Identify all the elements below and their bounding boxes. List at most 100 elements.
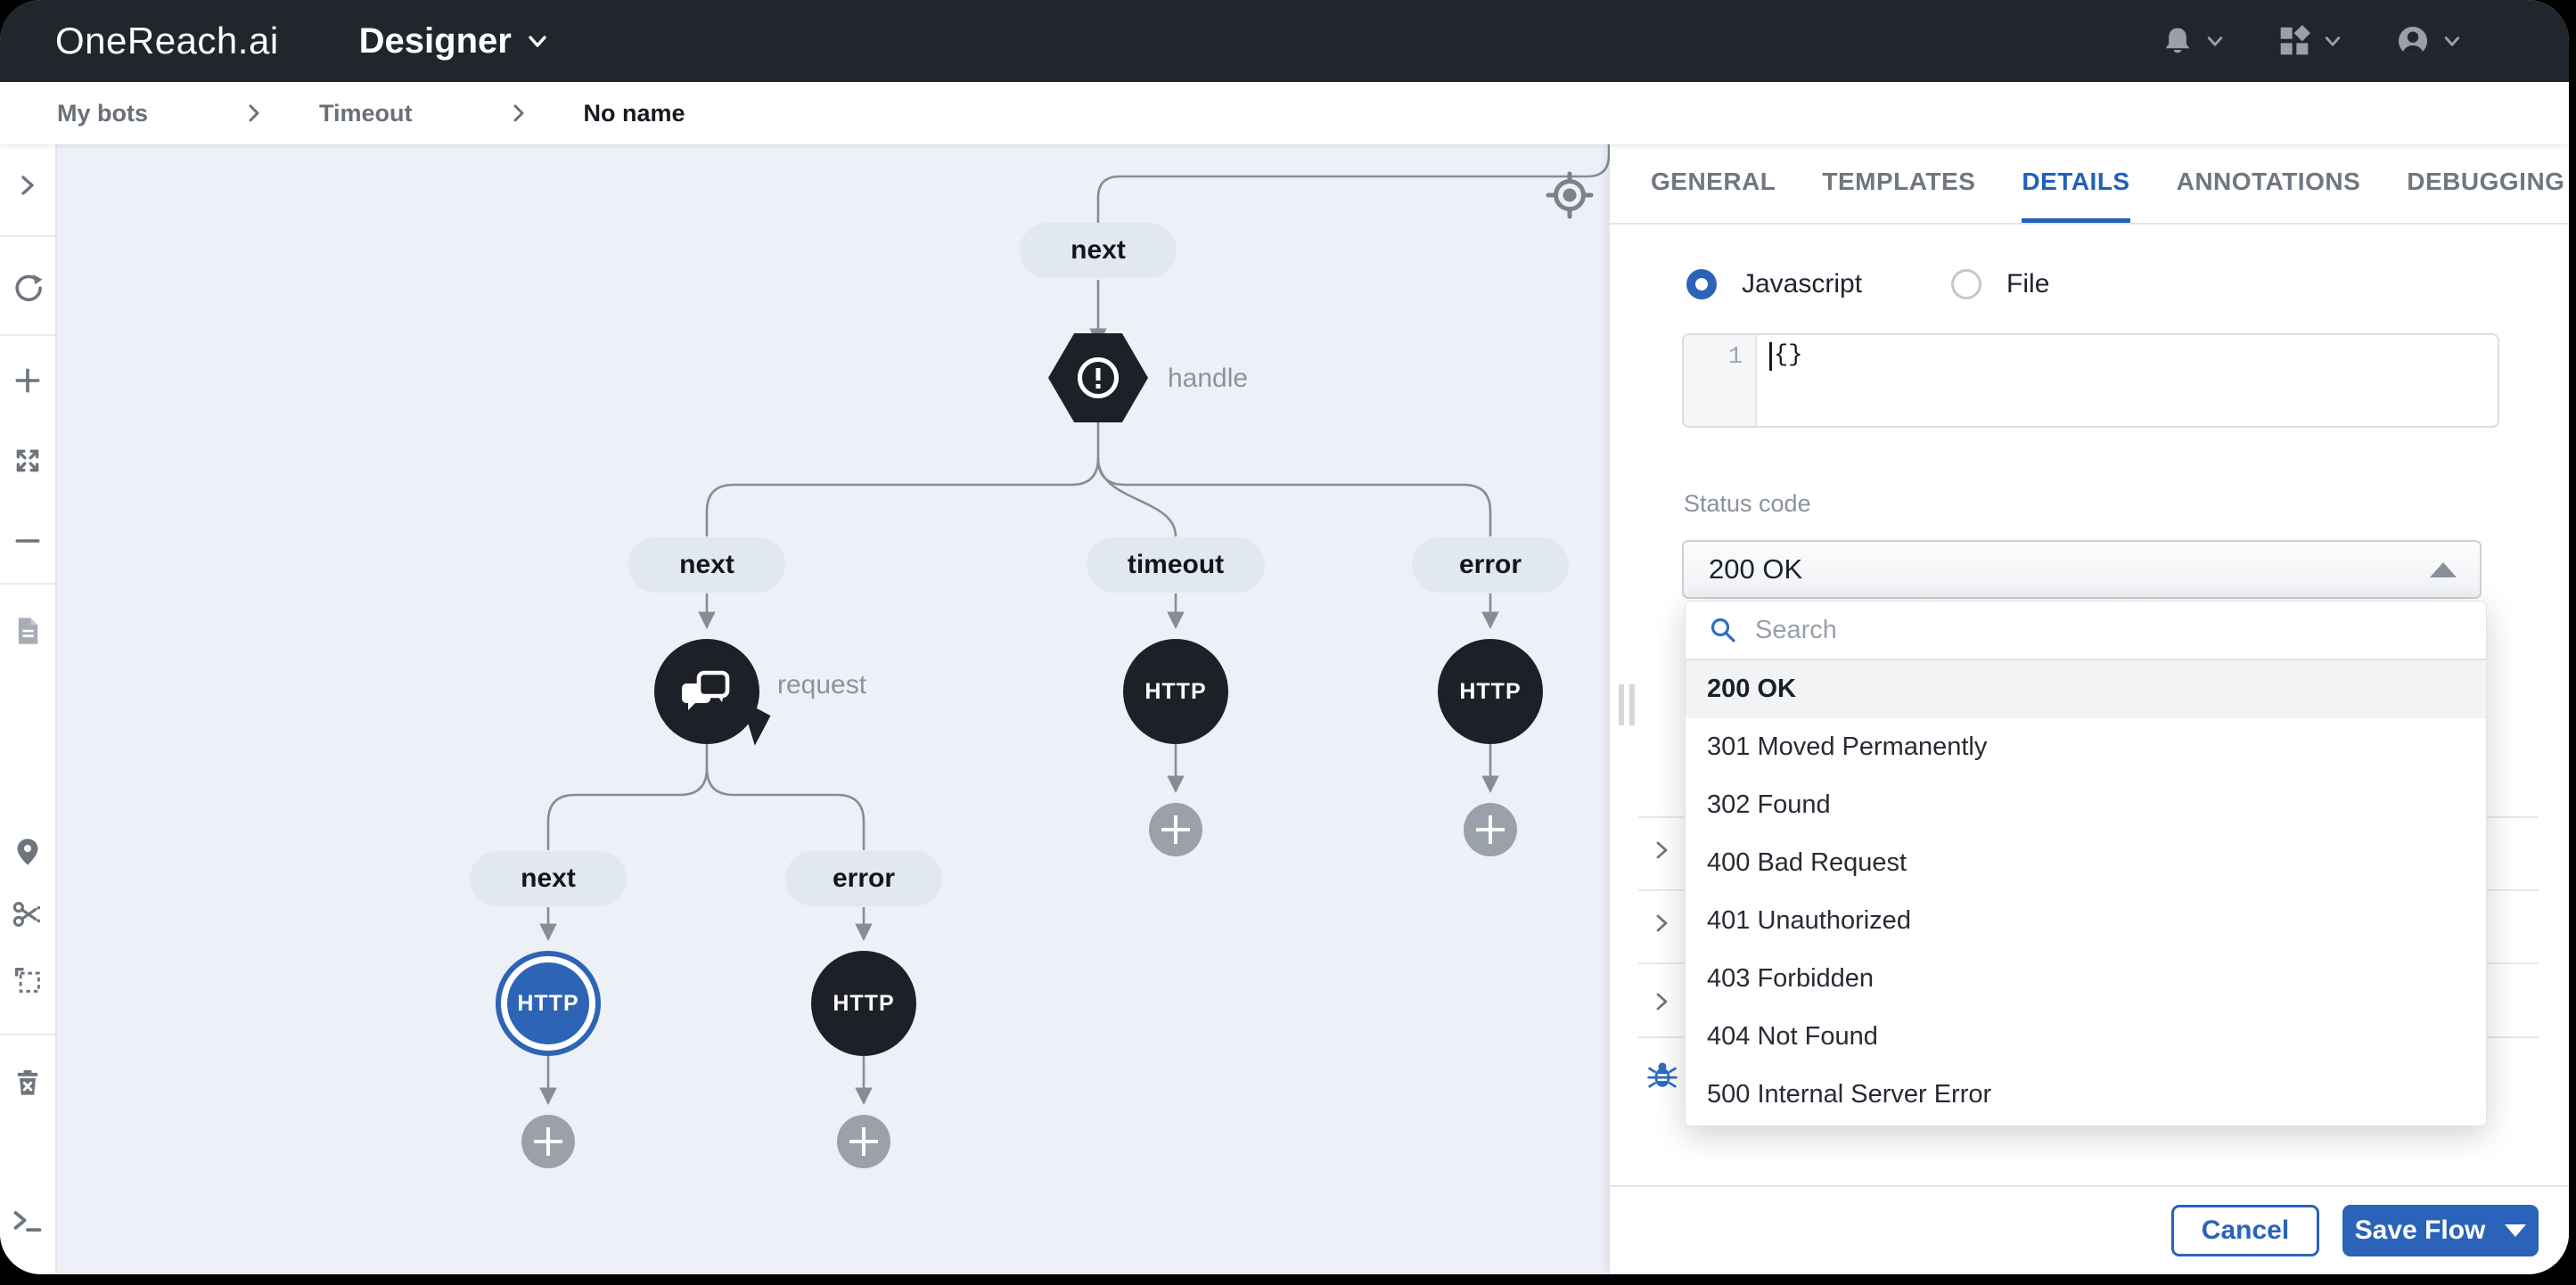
dropdown-search-input[interactable] [1755, 615, 2486, 645]
save-flow-label: Save Flow [2354, 1215, 2486, 1245]
editor-code-area[interactable]: {} [1757, 335, 2498, 426]
designer-menu-label: Designer [358, 20, 512, 61]
recenter-target-icon[interactable] [1544, 169, 1596, 221]
dropdown-option[interactable]: 500 Internal Server Error [1707, 1080, 1992, 1109]
node-label-request: request [777, 670, 867, 700]
radio-javascript[interactable]: Javascript [1686, 269, 1862, 299]
toolbar-divider [0, 235, 55, 237]
panel-tabs: GENERAL TEMPLATES DETAILS ANNOTATIONS DE… [1610, 144, 2569, 225]
alert-icon [1078, 357, 1119, 398]
add-step-button[interactable] [1464, 803, 1517, 856]
text-cursor [1769, 342, 1772, 371]
top-bar: OneReach.ai Designer [0, 0, 2569, 82]
breadcrumb: My bots Timeout No name [0, 82, 2569, 144]
avatar-icon [2398, 26, 2428, 56]
edge-label-error[interactable]: error [785, 851, 942, 906]
bell-icon [2165, 28, 2190, 53]
breadcrumb-timeout[interactable]: Timeout [319, 99, 413, 127]
caret-up-icon [2430, 561, 2457, 577]
edge-label-timeout[interactable]: timeout [1087, 537, 1265, 593]
http-node-error[interactable]: HTTP [1438, 639, 1543, 744]
request-node[interactable] [654, 639, 759, 744]
onereach-logo: OneReach.ai [55, 20, 279, 61]
tab-general[interactable]: GENERAL [1651, 167, 1776, 195]
tab-annotations[interactable]: ANNOTATIONS [2176, 167, 2361, 195]
dropdown-option[interactable]: 302 Found [1707, 790, 1831, 819]
radio-file[interactable]: File [1951, 269, 2049, 299]
chat-bubbles-icon [682, 670, 730, 710]
radio-unselected-icon [1951, 269, 1982, 299]
edge-label-next[interactable]: next [628, 537, 785, 593]
save-options-caret-icon [2505, 1224, 2527, 1237]
code-editor[interactable]: 1 {} [1682, 333, 2499, 428]
http-node[interactable]: HTTP [811, 951, 916, 1056]
cancel-button[interactable]: Cancel [2171, 1205, 2319, 1256]
toolbar-divider [0, 583, 55, 585]
terminal-icon[interactable] [12, 1205, 44, 1237]
edge-label-next[interactable]: next [470, 851, 627, 906]
node-label-handle: handle [1168, 364, 1249, 393]
status-code-select[interactable]: 200 OK [1682, 540, 2482, 599]
step-settings-panel: GENERAL TEMPLATES DETAILS ANNOTATIONS DE… [1610, 144, 2569, 1274]
section-expand-icon[interactable] [1651, 839, 1672, 861]
panel-resize-handle[interactable] [1619, 684, 1635, 725]
flow-canvas[interactable]: next handle next timeout error request H… [57, 144, 1617, 1274]
panel-footer: Cancel Save Flow [1610, 1185, 2569, 1274]
notifications-button[interactable] [2161, 24, 2225, 58]
add-step-button[interactable] [837, 1115, 890, 1168]
refresh-icon[interactable] [12, 271, 44, 303]
radio-selected-icon [1686, 269, 1717, 299]
add-step-button[interactable] [1149, 803, 1202, 856]
dropdown-option[interactable]: 404 Not Found [1707, 1022, 1878, 1051]
section-expand-icon[interactable] [1651, 913, 1672, 934]
tab-debugging[interactable]: DEBUGGING [2407, 167, 2565, 195]
account-button[interactable] [2394, 22, 2462, 60]
http-node-selected[interactable]: HTTP [496, 951, 601, 1056]
status-dropdown-list: 200 OK 301 Moved Permanently 302 Found 400 … [1686, 660, 2486, 1124]
dropdown-search-row[interactable] [1686, 602, 2486, 660]
dropdown-option[interactable]: 200 OK [1686, 660, 2486, 718]
edge-label-next[interactable]: next [1020, 223, 1177, 278]
chevron-down-icon [2207, 37, 2223, 46]
dropdown-option[interactable]: 400 Bad Request [1707, 848, 1907, 877]
designer-menu[interactable]: Designer [359, 21, 549, 61]
collapse-panel-icon[interactable] [13, 171, 42, 200]
section-expand-icon[interactable] [1651, 991, 1672, 1012]
http-node-timeout[interactable]: HTTP [1123, 639, 1228, 744]
save-flow-button[interactable]: Save Flow [2342, 1205, 2539, 1256]
location-pin-icon[interactable] [12, 836, 44, 868]
add-step-button[interactable] [521, 1115, 575, 1168]
dropdown-option[interactable]: 301 Moved Permanently [1707, 733, 1988, 761]
zoom-in-icon[interactable] [12, 365, 43, 396]
expand-icon[interactable] [12, 446, 43, 476]
breadcrumb-my-bots[interactable]: My bots [57, 99, 149, 127]
zoom-out-icon[interactable] [12, 526, 43, 556]
select-area-icon[interactable] [12, 964, 44, 996]
topbar-actions [2161, 22, 2462, 60]
chevron-down-icon [529, 36, 546, 47]
document-icon[interactable] [12, 615, 44, 647]
status-code-label: Status code [1684, 490, 1811, 517]
breadcrumb-chevron-icon [249, 104, 259, 122]
delete-icon[interactable] [12, 1066, 44, 1098]
editor-line-number: 1 [1684, 335, 1757, 426]
search-icon [1710, 618, 1735, 642]
breadcrumb-chevron-icon [513, 104, 524, 122]
chevron-down-icon [2444, 37, 2460, 46]
dropdown-option[interactable]: 401 Unauthorized [1707, 906, 1911, 935]
apps-grid-icon [2280, 25, 2310, 55]
status-code-value: 200 OK [1709, 553, 1803, 585]
tab-templates[interactable]: TEMPLATES [1822, 167, 1976, 195]
source-type-radios: Javascript File [1686, 269, 2049, 299]
dropdown-option[interactable]: 403 Forbidden [1707, 964, 1875, 993]
toolbar-divider [0, 334, 55, 336]
tab-details[interactable]: DETAILS [2022, 144, 2130, 223]
canvas-toolbar [0, 144, 57, 1274]
apps-button[interactable] [2277, 23, 2342, 59]
editor-code: {} [1774, 342, 1803, 369]
cut-icon[interactable] [12, 898, 44, 930]
debug-icon[interactable] [1647, 1060, 1678, 1091]
flow-edges [539, 144, 1611, 1105]
edge-label-error[interactable]: error [1412, 537, 1569, 593]
